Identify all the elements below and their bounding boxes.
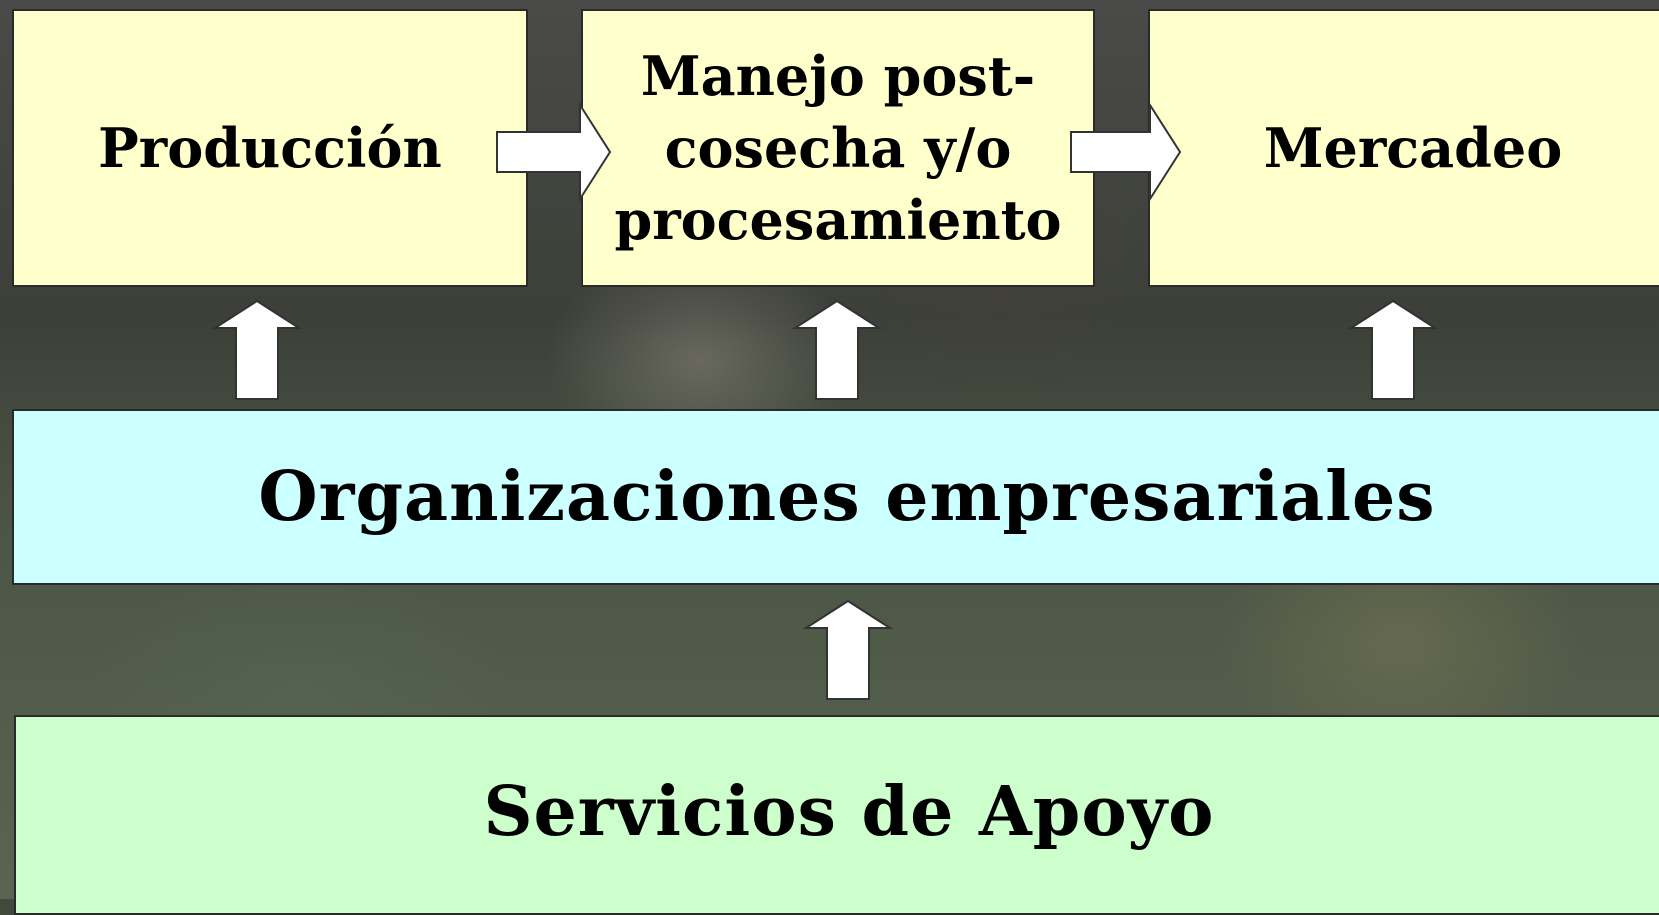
arrow-org-to-mercadeo xyxy=(1347,299,1439,400)
arrow-produccion-to-manejo xyxy=(496,101,612,203)
produccion-label: Producción xyxy=(98,116,442,180)
organizaciones-box: Organizaciones empresariales xyxy=(12,409,1659,585)
arrow-servicios-to-org xyxy=(802,599,894,700)
servicios-box: Servicios de Apoyo xyxy=(14,715,1659,915)
manejo-label-line1: Manejo post- xyxy=(640,44,1036,108)
mercadeo-label: Mercadeo xyxy=(1263,116,1563,180)
mercadeo-box: Mercadeo xyxy=(1148,9,1659,287)
organizaciones-label: Organizaciones empresariales xyxy=(258,457,1436,537)
manejo-label: Manejo post- cosecha y/o procesamiento xyxy=(614,40,1061,256)
arrow-manejo-to-mercadeo xyxy=(1070,101,1182,203)
manejo-label-line2: cosecha y/o xyxy=(664,116,1012,180)
arrow-org-to-produccion xyxy=(211,299,303,400)
produccion-box: Producción xyxy=(12,9,528,287)
servicios-label: Servicios de Apoyo xyxy=(483,772,1215,852)
manejo-label-line3: procesamiento xyxy=(614,188,1062,252)
manejo-box: Manejo post- cosecha y/o procesamiento xyxy=(581,9,1095,287)
arrow-org-to-manejo xyxy=(791,299,883,400)
